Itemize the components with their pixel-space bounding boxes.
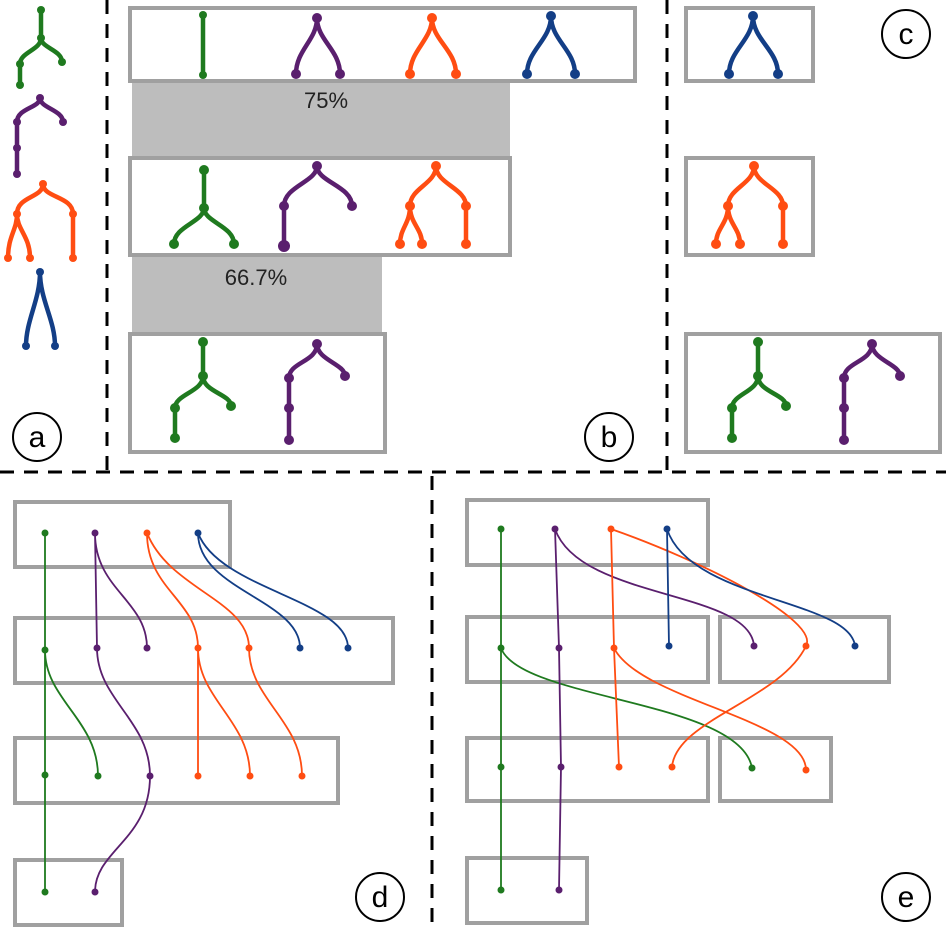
e-box-1 [465,498,710,567]
b-row1-blue [522,11,580,79]
c-box-2 [684,156,815,257]
e-bundle-green [497,525,756,894]
b-row2-purple [278,161,357,252]
tree-green [16,6,66,89]
similarity-band-1 [132,82,510,158]
svg-text:e: e [898,881,915,914]
b-row2-green [169,165,239,249]
d-bundle-purple [91,529,154,896]
d-box-3 [13,736,340,805]
tree-orange [4,180,77,262]
c-box-3 [684,332,942,454]
d-bundle-blue [194,529,352,652]
svg-text:d: d [372,881,389,914]
c-box-1 [684,6,815,83]
d-bundle-orange [143,529,306,780]
c-tree-purple [839,339,905,445]
d-box-2 [13,616,395,685]
svg-text:a: a [29,421,46,454]
d-box-1 [13,500,232,569]
b-row1-green [199,11,207,79]
c-tree-blue [724,11,783,79]
b-row1-orange [405,13,461,79]
panel-label-b: b [584,412,634,462]
d-box-4 [13,858,124,927]
similarity-label-1: 75% [304,88,348,113]
panel-b: 75% 66.7% [128,6,637,454]
e-box-2a [465,615,710,684]
c-tree-orange [711,161,788,249]
svg-text:c: c [899,18,914,51]
level-box-1 [128,6,637,83]
b-row1-purple [291,13,345,79]
panel-label-e: e [881,872,931,922]
d-bundle-green [41,529,102,896]
e-box-2b [718,615,891,684]
panel-d [13,500,395,927]
panel-label-c: c [881,9,931,59]
b-row3-purple [284,339,350,445]
b-row3-green [170,337,236,443]
panel-label-a: a [12,412,62,462]
panel-label-d: d [355,872,405,922]
similarity-band-2 [132,256,382,332]
e-box-3a [465,736,710,803]
e-box-3b [718,736,833,803]
e-bundle-blue [663,525,859,650]
tree-blue [22,268,59,350]
panel-a [4,6,77,350]
panel-e [465,498,891,925]
c-tree-green [727,337,791,443]
similarity-label-2: 66.7% [225,265,287,290]
b-row2-orange [395,161,471,249]
e-box-4 [465,856,589,925]
level-box-2 [128,156,512,257]
panel-c [684,6,942,454]
e-bundle-purple [551,525,758,894]
tree-purple [13,94,67,178]
svg-text:b: b [601,421,618,454]
level-box-3 [128,332,387,454]
